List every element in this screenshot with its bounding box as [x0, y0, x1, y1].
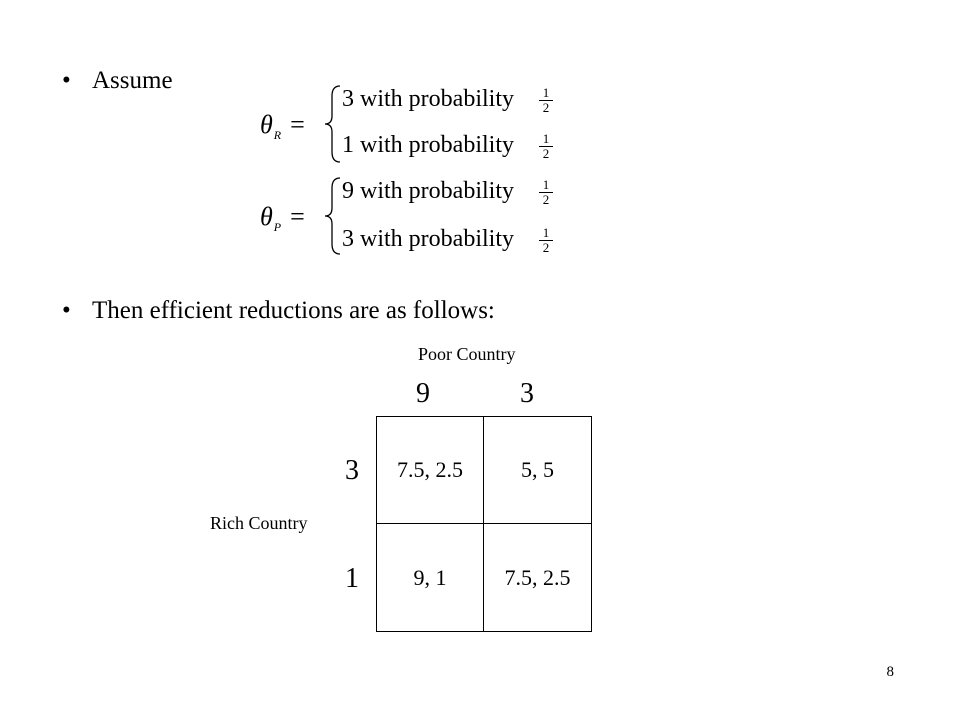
column-header-1: 9: [416, 378, 430, 409]
theta-r-lhs: θR =: [260, 110, 305, 142]
frac-num: 1: [542, 177, 550, 192]
bullet-dot: •: [62, 297, 71, 324]
theta-r-equals: =: [290, 110, 305, 139]
frac-den: 2: [542, 240, 550, 255]
theta-r-brace-icon: [324, 85, 341, 163]
theta-r-case-1: 3 with probability: [342, 86, 514, 112]
payoff-cell-r2-c1: 9, 1: [377, 524, 484, 631]
theta-p-symbol: θ: [260, 202, 273, 231]
theta-p-case-1: 9 with probability: [342, 178, 514, 204]
theta-p-equals: =: [290, 202, 305, 231]
row-header-2: 1: [345, 563, 359, 594]
row-player-label: Rich Country: [210, 513, 308, 533]
theta-r-symbol: θ: [260, 110, 273, 139]
payoff-cell-r2-c2: 7.5, 2.5: [504, 564, 571, 590]
column-header-2: 3: [520, 378, 534, 409]
bullet-then: • Then efficient reductions are as follow…: [62, 296, 495, 326]
bullet-text-assume: Assume: [92, 67, 173, 94]
bullet-text-then: Then efficient reductions are as follows…: [92, 297, 495, 324]
payoff-cell-r1-c1: 7.5, 2.5: [377, 417, 484, 524]
theta-p-lhs: θP =: [260, 202, 305, 234]
frac-den: 2: [542, 100, 550, 115]
theta-p-brace-icon: [324, 177, 341, 255]
frac-num: 1: [542, 225, 550, 240]
frac-num: 1: [542, 131, 550, 146]
bullet-assume: • Assume: [62, 66, 173, 96]
theta-r-subscript: R: [273, 128, 282, 142]
theta-p-subscript: P: [273, 220, 282, 234]
row-header-1: 3: [345, 455, 359, 486]
frac-den: 2: [542, 146, 550, 161]
bullet-dot: •: [62, 67, 71, 94]
payoff-matrix: 7.5, 2.5 5, 5 9, 1 7.5, 2.5: [376, 416, 592, 632]
column-player-label: Poor Country: [418, 344, 516, 364]
frac-num: 1: [542, 85, 550, 100]
page-number: 8: [886, 664, 895, 680]
frac-den: 2: [542, 192, 550, 207]
theta-p-case-2: 3 with probability: [342, 226, 514, 252]
theta-r-case-2: 1 with probability: [342, 132, 514, 158]
payoff-cell-r1-c2: 5, 5: [484, 417, 591, 524]
